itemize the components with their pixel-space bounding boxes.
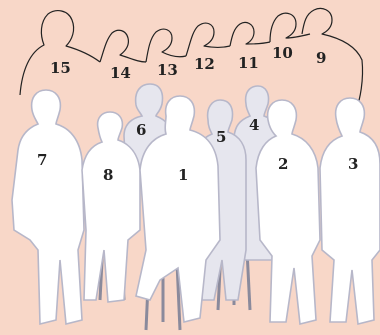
front-row-silhouettes [12,84,380,324]
back-row-outlines [20,8,363,110]
person-outline-11 [230,22,270,46]
label-7: 7 [37,153,47,168]
label-12: 12 [194,57,215,72]
label-9: 9 [316,51,326,66]
person-outline-15 [20,11,100,95]
person-outline-12 [186,23,230,56]
person-outline-10 [270,13,310,42]
label-2: 2 [278,157,288,172]
label-14: 14 [110,66,131,81]
label-4: 4 [249,118,259,133]
label-6: 6 [136,123,146,138]
person-silhouette-3 [320,98,380,324]
label-15: 15 [50,61,71,76]
person-silhouette-7 [12,90,84,324]
label-1: 1 [178,168,188,183]
label-11: 11 [238,56,259,71]
person-outline-9 [302,8,363,110]
label-8: 8 [103,168,113,183]
label-13: 13 [157,63,178,78]
label-3: 3 [348,157,358,172]
label-5: 5 [216,130,226,145]
person-outline-14 [100,30,146,62]
label-10: 10 [272,46,293,61]
person-outline-13 [146,29,186,62]
